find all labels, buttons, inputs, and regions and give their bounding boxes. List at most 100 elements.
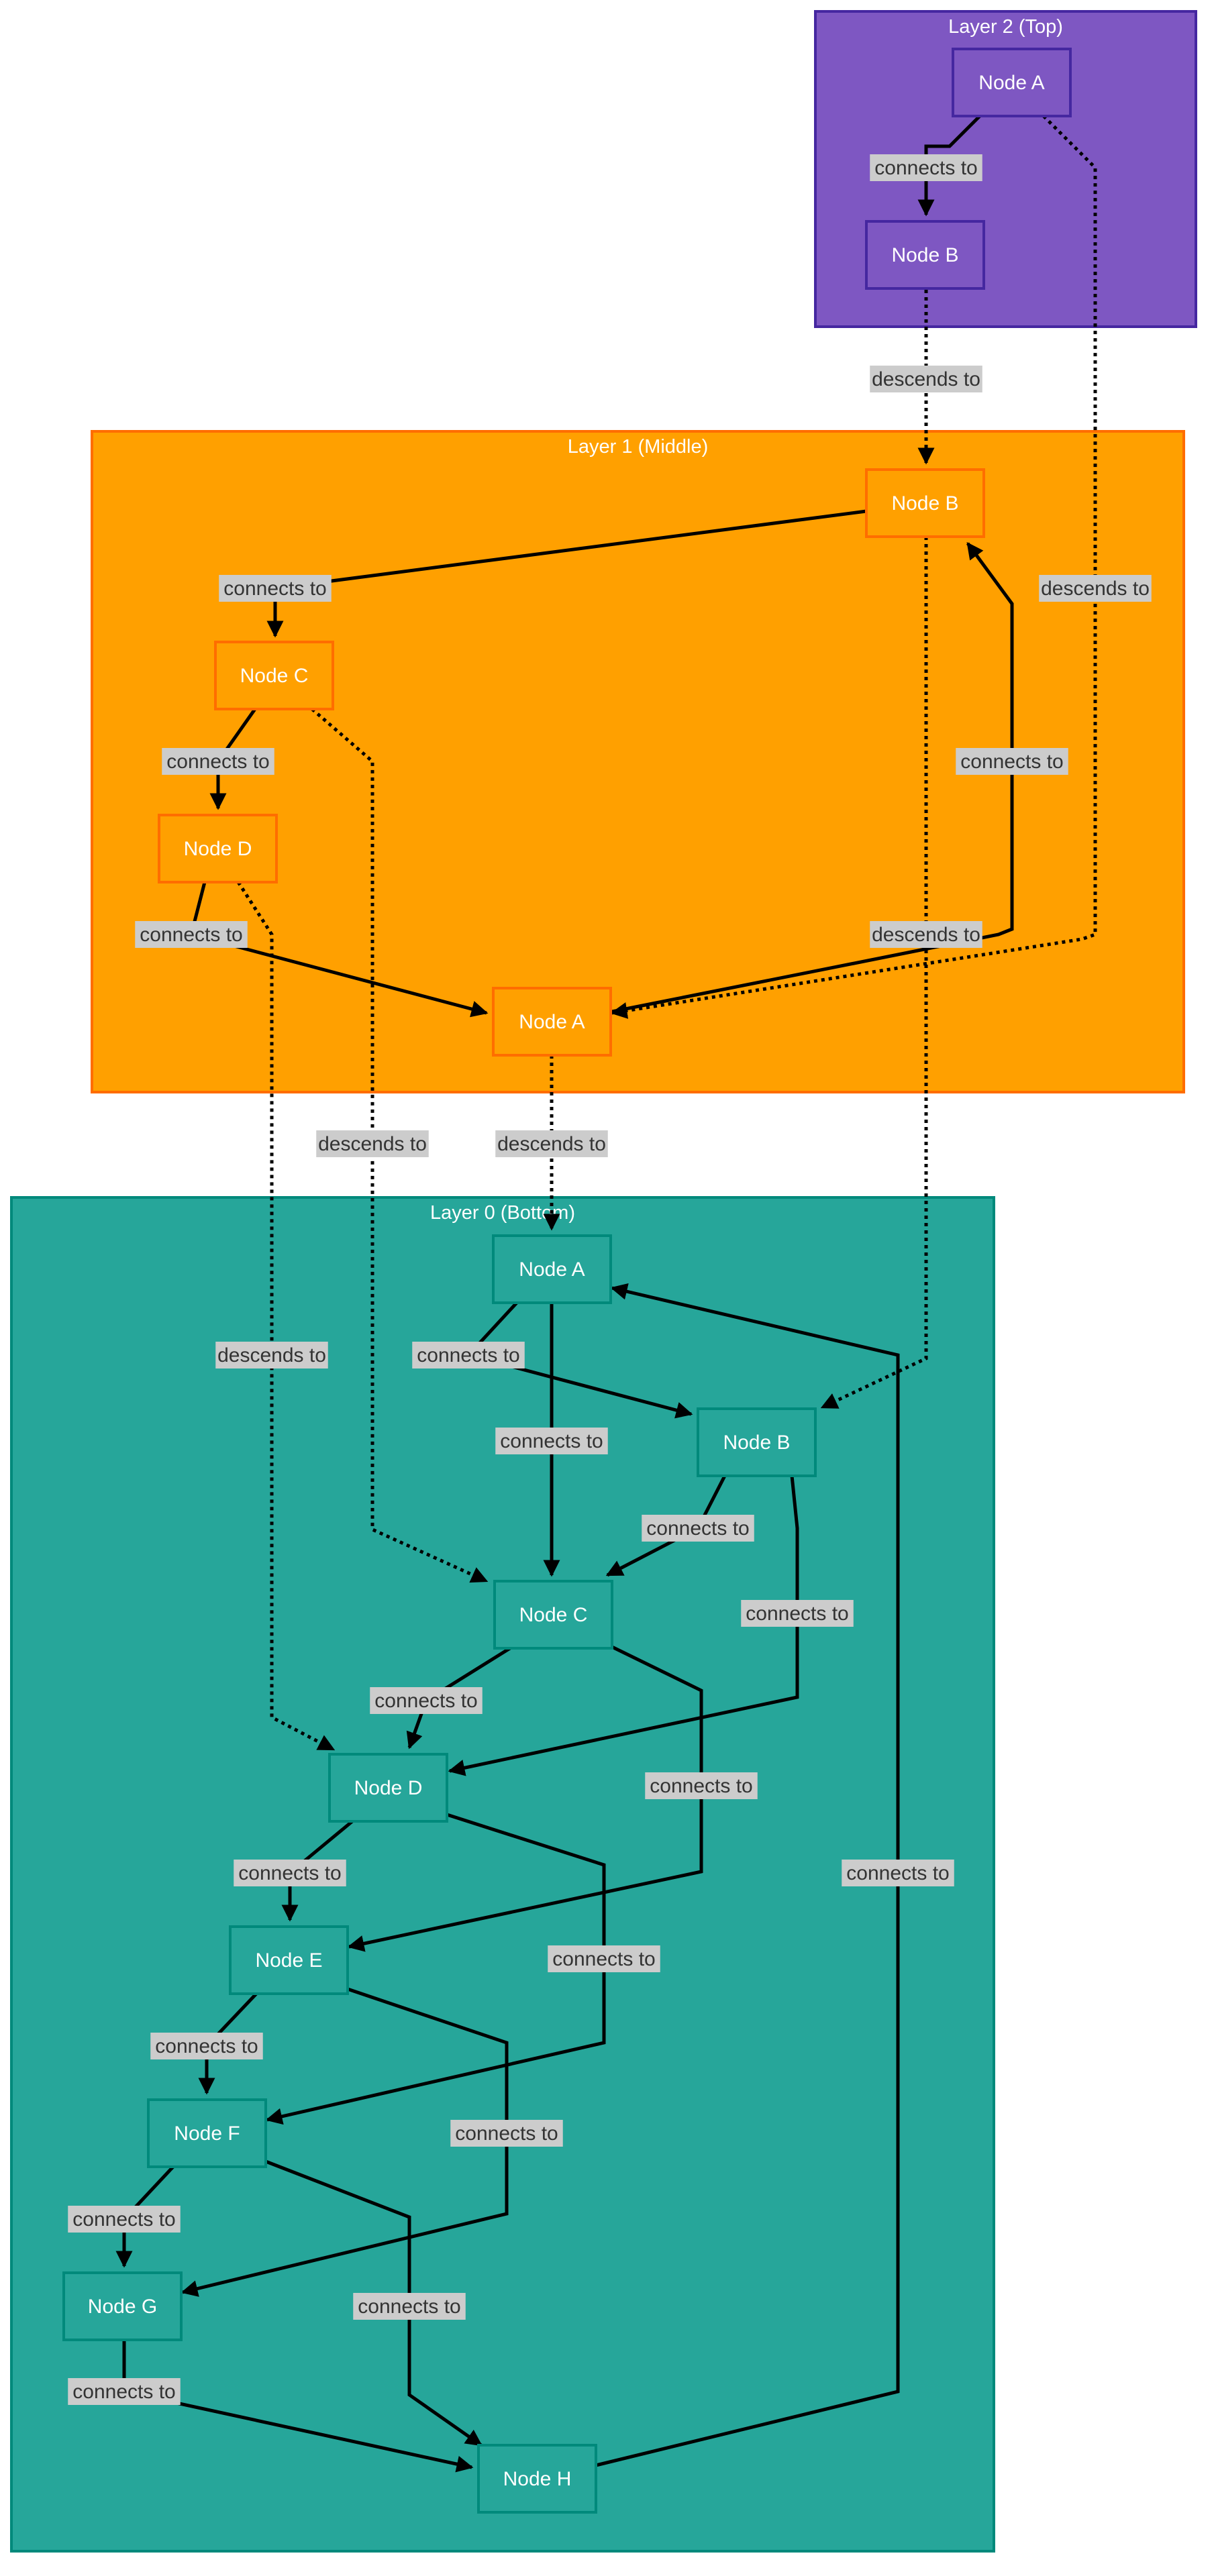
node-l0a[interactable]: Node A (492, 1234, 612, 1304)
node-box[interactable] (62, 2271, 183, 2341)
edge-label-background (870, 366, 982, 392)
edge-label-background (150, 2033, 263, 2059)
edge-label: connects to (495, 1428, 608, 1454)
layer-title: Layer 0 (Bottom) (430, 1202, 575, 1224)
edge-label-text: connects to (650, 1775, 752, 1797)
node-label: Node C (519, 1604, 588, 1626)
edge-label-text: connects to (166, 751, 269, 773)
edge-label: connects to (234, 1860, 346, 1886)
node-l0f[interactable]: Node F (147, 2098, 267, 2168)
node-l2a[interactable]: Node A (952, 48, 1072, 117)
edge-label-text: connects to (140, 924, 242, 946)
node-box[interactable] (214, 641, 334, 710)
edge-label-background (450, 2120, 563, 2147)
node-box[interactable] (147, 2098, 267, 2168)
edge-label: connects to (135, 921, 248, 948)
edge-label-background (162, 748, 274, 775)
edge-label: descends to (215, 1342, 328, 1368)
edge-label-text: connects to (646, 1517, 749, 1540)
node-l1c[interactable]: Node C (214, 641, 334, 710)
node-box[interactable] (158, 814, 278, 883)
edge-label-background (645, 1772, 758, 1799)
node-l0b[interactable]: Node B (697, 1407, 817, 1477)
edge-label-text: connects to (455, 2123, 558, 2145)
node-label: Node E (255, 1949, 322, 1972)
node-l0d[interactable]: Node D (328, 1753, 448, 1823)
edge-label-text: connects to (500, 1430, 603, 1452)
edge-label-background (870, 921, 982, 948)
edge-label-background (316, 1130, 429, 1157)
edge-label-background (234, 1860, 346, 1886)
edge-label-background (870, 154, 982, 181)
node-box[interactable] (229, 1925, 349, 1995)
edge-label: descends to (495, 1130, 608, 1157)
edge-label-text: connects to (72, 2208, 175, 2231)
node-box[interactable] (477, 2444, 597, 2514)
edge-label-background (495, 1428, 608, 1454)
edge-l2a-to-l1a (610, 115, 1097, 1019)
edge-label-background (219, 575, 332, 602)
edge-l1b-to-l0b (820, 537, 928, 1409)
node-l0g[interactable]: Node G (62, 2271, 183, 2341)
edge-label-text: connects to (358, 2296, 460, 2318)
node-box[interactable] (865, 220, 985, 290)
edge-label: connects to (68, 2206, 181, 2233)
node-l1d[interactable]: Node D (158, 814, 278, 883)
node-l2b[interactable]: Node B (865, 220, 985, 290)
node-box[interactable] (328, 1753, 448, 1823)
edge-label-background (412, 1342, 525, 1368)
node-box[interactable] (492, 1234, 612, 1304)
edge-label-text: descends to (497, 1133, 606, 1155)
node-box[interactable] (493, 1580, 613, 1650)
edge-label-text: descends to (217, 1344, 326, 1366)
node-label: Node D (184, 838, 252, 860)
node-label: Node B (723, 1432, 790, 1454)
node-l1b[interactable]: Node B (865, 468, 985, 538)
edge-label-background (68, 2378, 181, 2405)
node-label: Node B (891, 492, 958, 515)
node-label: Node A (978, 72, 1044, 94)
node-label: Node A (519, 1011, 585, 1033)
node-l0h[interactable]: Node H (477, 2444, 597, 2514)
edge-l1a-to-l1b (611, 541, 1014, 1014)
edge-label: descends to (316, 1130, 429, 1157)
edge-label: connects to (412, 1342, 525, 1368)
edge-label-text: descends to (1041, 578, 1150, 600)
node-box[interactable] (697, 1407, 817, 1477)
nodes: Node A Node B Node B Node C Node D Node A Node… (62, 48, 1072, 2514)
edge-label: connects to (353, 2293, 466, 2320)
edge-label-text: connects to (746, 1603, 848, 1625)
edge-label: connects to (162, 748, 274, 775)
edge-label: connects to (450, 2120, 563, 2147)
edge-label-text: connects to (417, 1344, 519, 1366)
edge-label-text: descends to (872, 368, 980, 390)
edge-label-background (370, 1687, 483, 1714)
node-l1a[interactable]: Node A (492, 987, 612, 1057)
node-l0e[interactable]: Node E (229, 1925, 349, 1995)
node-label: Node D (354, 1777, 423, 1799)
edge-label-text: connects to (960, 751, 1063, 773)
node-box[interactable] (492, 987, 612, 1057)
edge-label: connects to (741, 1600, 854, 1627)
edge-label-background (956, 748, 1068, 775)
layer-title: Layer 2 (Top) (948, 16, 1063, 38)
edge-label-background (495, 1130, 608, 1157)
node-box[interactable] (952, 48, 1072, 117)
edge-label-background (642, 1515, 754, 1542)
edge-label: descends to (1039, 575, 1152, 602)
edge-label-background (353, 2293, 466, 2320)
edge-l1d-to-l0d (236, 881, 336, 1752)
node-label: Node C (240, 665, 309, 687)
node-label: Node G (88, 2296, 157, 2318)
edge-label-background (215, 1342, 328, 1368)
edge-label: connects to (645, 1772, 758, 1799)
node-l0c[interactable]: Node C (493, 1580, 613, 1650)
layer-title: Layer 1 (Middle) (568, 436, 709, 458)
edge-label: connects to (956, 748, 1068, 775)
node-box[interactable] (865, 468, 985, 538)
edge-label-background (68, 2206, 181, 2233)
edge-label: connects to (150, 2033, 263, 2059)
edge-label-text: connects to (238, 1862, 341, 1884)
node-label: Node A (519, 1258, 585, 1281)
